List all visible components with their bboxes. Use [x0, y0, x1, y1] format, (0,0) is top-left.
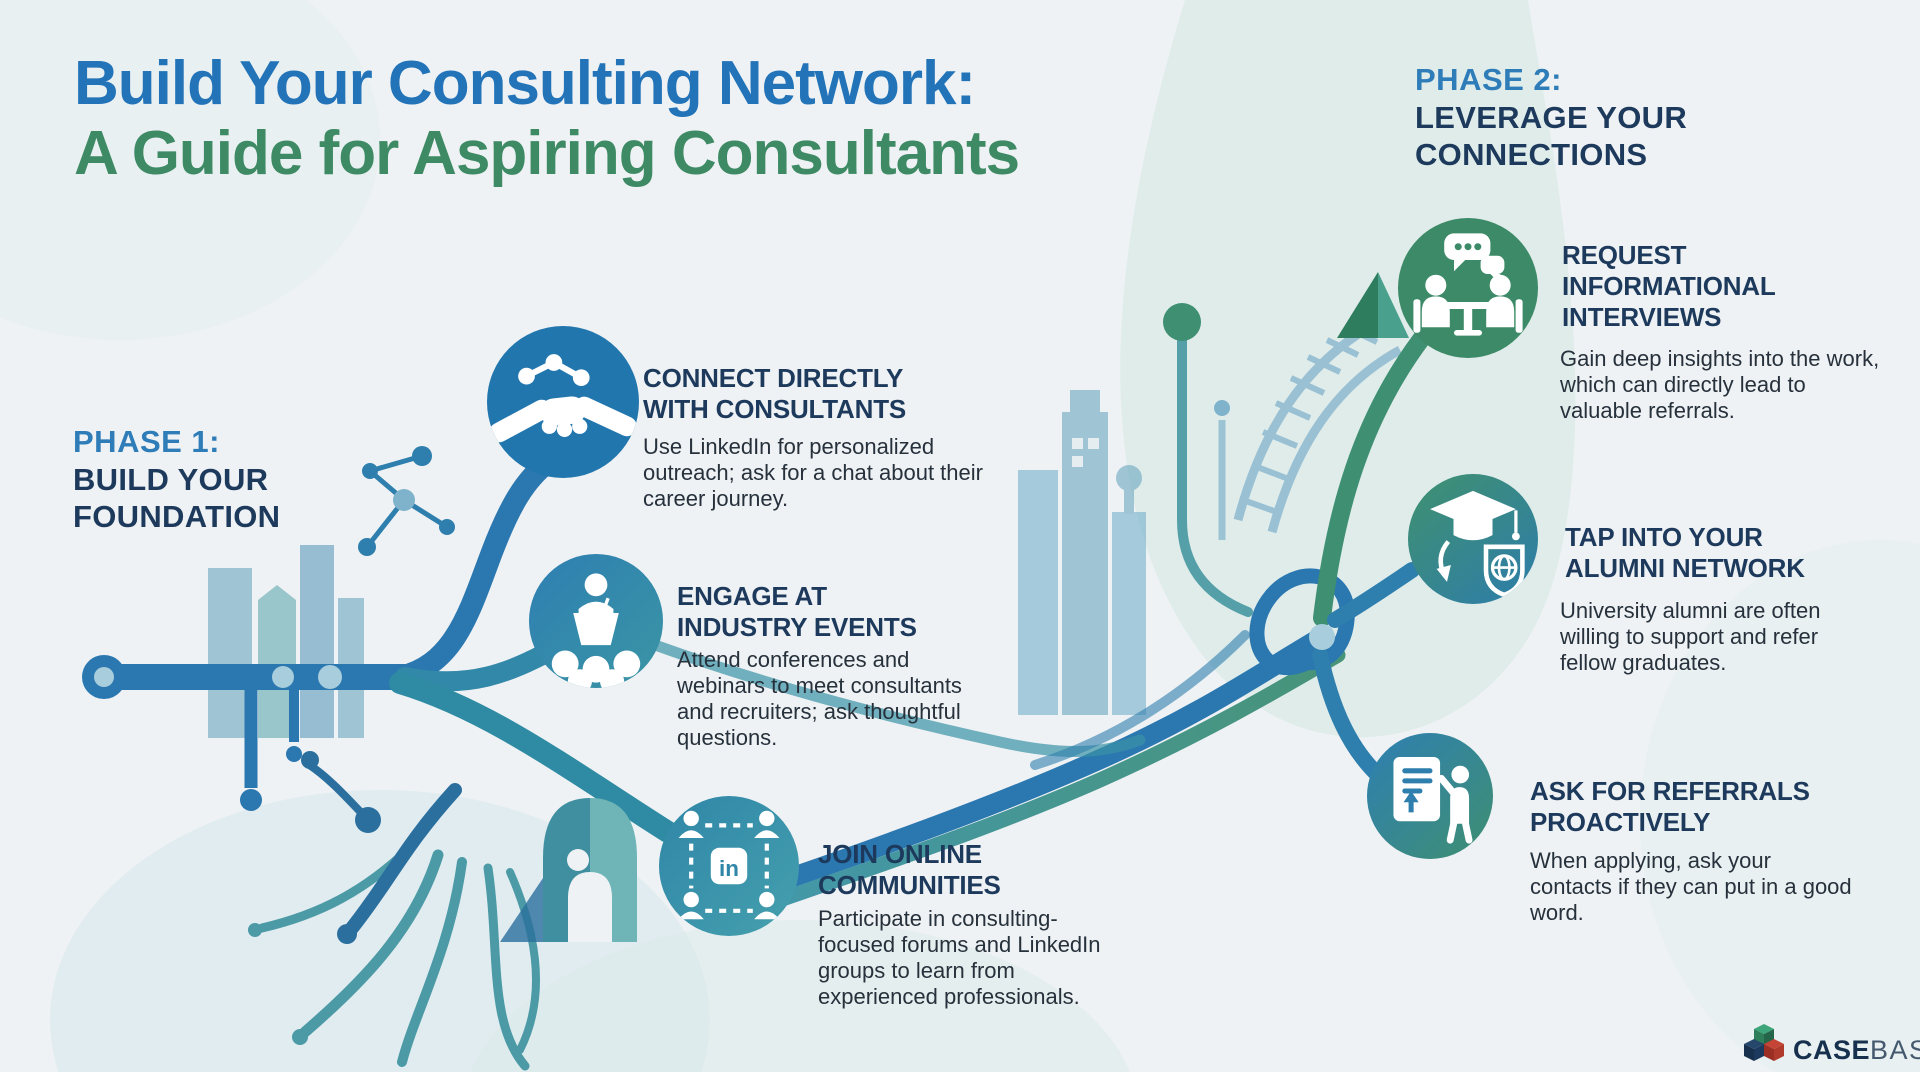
- item-title-connect-directly: CONNECT DIRECTLY WITH CONSULTANTS: [643, 363, 907, 425]
- phase2-label: PHASE 2:: [1415, 62, 1562, 97]
- logo-wordmark: CASEBASIX: [1793, 1037, 1920, 1068]
- item-body-online-communities: Participate in consulting-focused forums…: [818, 906, 1101, 1009]
- city-left: [208, 545, 364, 738]
- handshake-network-icon: [487, 326, 639, 478]
- logo-cubes-icon: [1744, 1024, 1784, 1061]
- item-title-online-communities: JOIN ONLINE COMMUNITIES: [818, 839, 1001, 901]
- item-title-industry-events: ENGAGE AT INDUSTRY EVENTS: [677, 581, 917, 643]
- svg-text:in: in: [719, 856, 739, 881]
- item-title-alumni-network: TAP INTO YOUR ALUMNI NETWORK: [1565, 522, 1805, 584]
- item-title-ask-referrals: ASK FOR REFERRALS PROACTIVELY: [1530, 776, 1810, 838]
- item-body-industry-events: Attend conferences and webinars to meet …: [677, 647, 962, 750]
- item-body-connect-directly: Use LinkedIn for personalized outreach; …: [643, 434, 983, 511]
- graduation-shield-icon: [1408, 474, 1538, 604]
- roots-artwork: [257, 838, 541, 1071]
- item-body-informational-interviews: Gain deep insights into the work, which …: [1560, 346, 1880, 423]
- phase1-name: BUILD YOUR FOUNDATION: [73, 462, 281, 534]
- brand-logo: CASEBASIX: [1742, 1022, 1920, 1068]
- logo-text-basix: BASIX: [1870, 1035, 1920, 1065]
- interview-table-icon: [1398, 218, 1538, 358]
- phase1-label: PHASE 1:: [73, 424, 220, 459]
- page-title-line2: A Guide for Aspiring Consultants: [74, 119, 1020, 188]
- item-title-informational-interviews: REQUEST INFORMATIONAL INTERVIEWS: [1562, 240, 1776, 333]
- phase2-name: LEVERAGE YOUR CONNECTIONS: [1415, 100, 1688, 172]
- presenter-podium-icon: [529, 554, 663, 688]
- linkedin-community-icon: in: [659, 796, 799, 936]
- arch-artwork: [500, 798, 637, 942]
- referral-document-icon: [1367, 733, 1493, 859]
- item-body-alumni-network: University alumni are often willing to s…: [1560, 598, 1821, 675]
- page-title-line1: Build Your Consulting Network:: [74, 49, 976, 118]
- city-right: [1018, 390, 1146, 715]
- item-body-ask-referrals: When applying, ask your contacts if they…: [1530, 848, 1852, 925]
- logo-text-case: CASE: [1793, 1035, 1871, 1065]
- bridge-artwork: [1233, 318, 1403, 534]
